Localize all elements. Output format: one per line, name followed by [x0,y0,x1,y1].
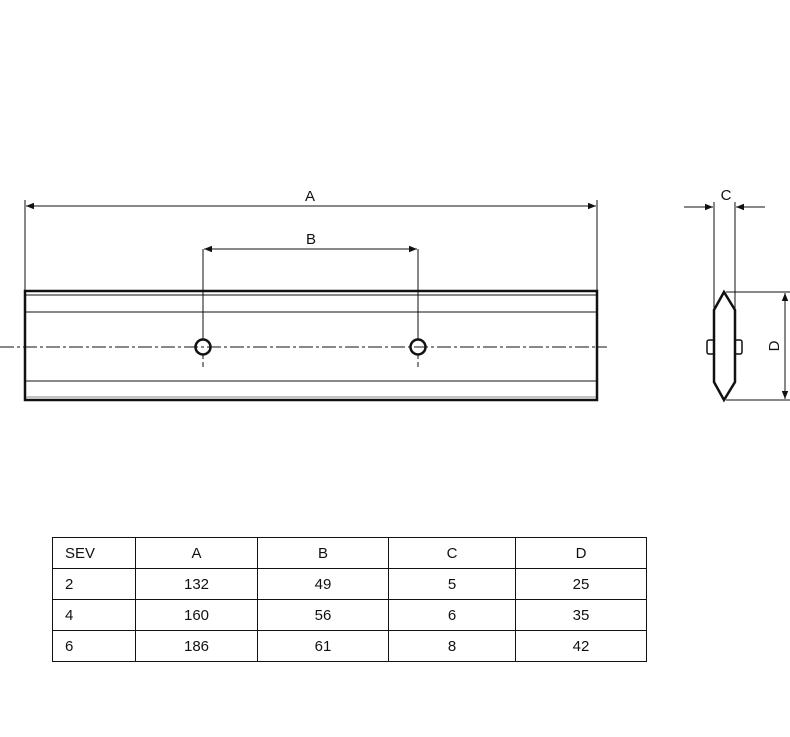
cell: 49 [257,568,389,600]
cell: 8 [388,630,516,662]
cell: 35 [515,599,647,631]
cell: 5 [388,568,516,600]
dimension-b-label: B [306,231,316,248]
dimension-c-label: C [721,187,732,204]
dimension-d-label: D [766,340,783,351]
cell: 186 [135,630,258,662]
table-row: 2 132 49 5 25 [52,568,647,600]
header-a: A [135,537,258,569]
mounting-hole-left [194,249,212,368]
cell: 132 [135,568,258,600]
mounting-hole-right [409,249,427,368]
header-b: B [257,537,389,569]
cell: 42 [515,630,647,662]
cell: 160 [135,599,258,631]
cell: 25 [515,568,647,600]
header-c: C [388,537,516,569]
dimension-a-label: A [305,188,315,205]
dimensions-table: SEV A B C D 2 132 49 5 25 4 160 56 6 35 … [52,537,647,662]
cell: 4 [52,599,136,631]
cell: 6 [388,599,516,631]
header-d: D [515,537,647,569]
table-header-row: SEV A B C D [52,537,647,569]
cell: 2 [52,568,136,600]
table-row: 6 186 61 8 42 [52,630,647,662]
table-row: 4 160 56 6 35 [52,599,647,631]
side-view [684,202,790,403]
cell: 61 [257,630,389,662]
cell: 6 [52,630,136,662]
cell: 56 [257,599,389,631]
header-sev: SEV [52,537,136,569]
front-view [0,200,607,402]
